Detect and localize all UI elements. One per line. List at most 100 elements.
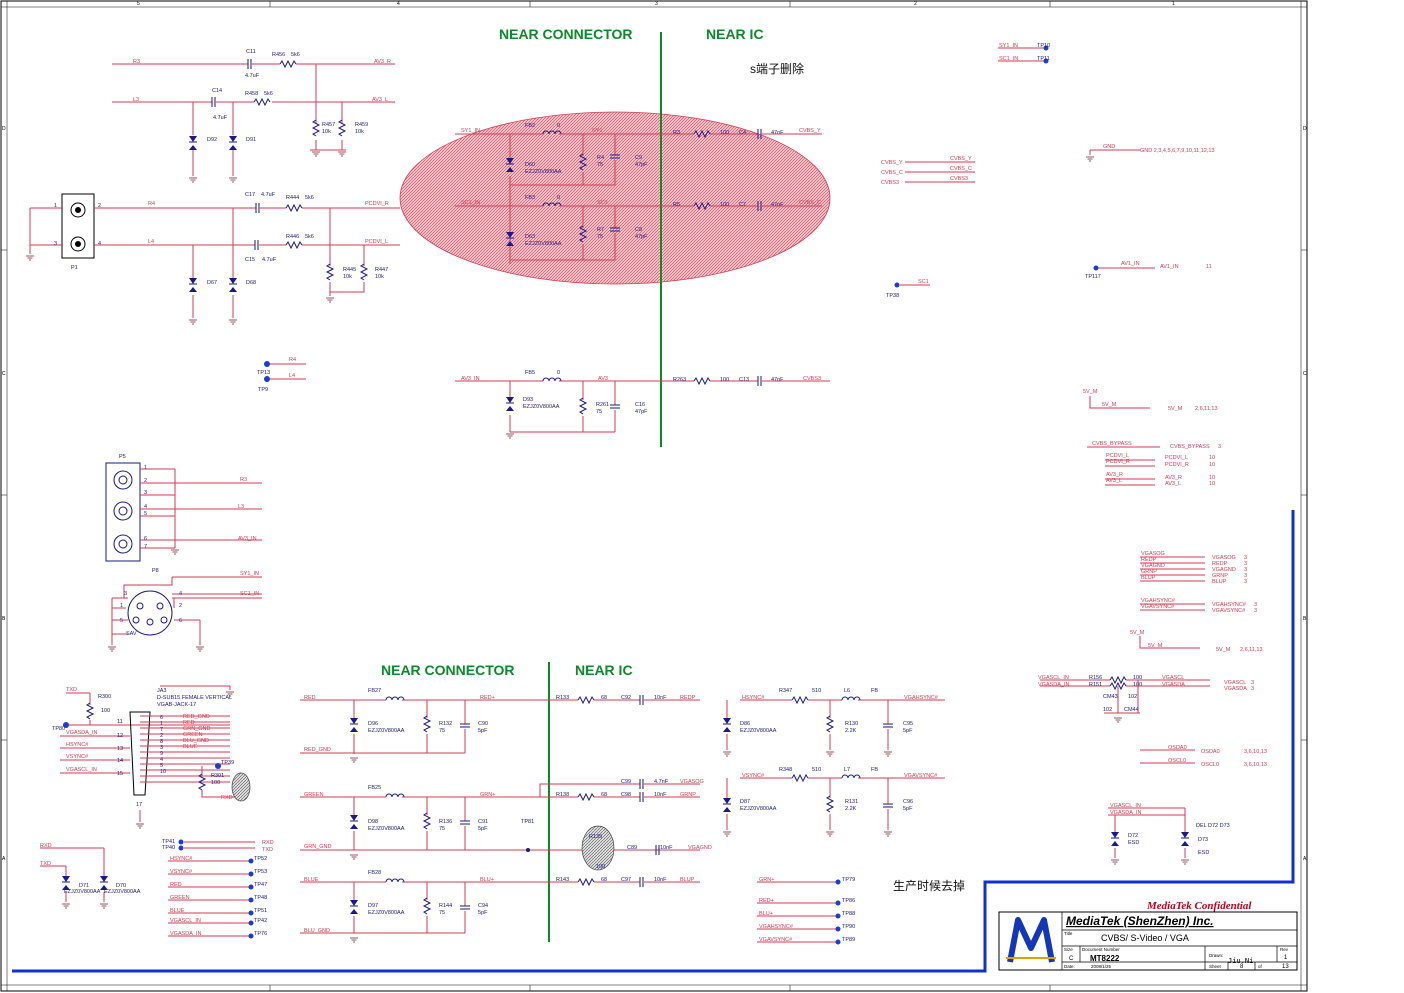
part-label: 2.2K xyxy=(845,806,857,812)
part-label: 47pF xyxy=(635,234,648,240)
net-label: 3 xyxy=(1244,579,1247,585)
part-label: R144 xyxy=(439,903,452,909)
part-label: 510 xyxy=(812,688,821,694)
drawn-by: Jiu.Ni xyxy=(1228,957,1253,965)
net-label: SY1_IN xyxy=(461,128,480,134)
row-label: C xyxy=(2,371,6,377)
part-label: D93 xyxy=(523,397,533,403)
part-label: L6 xyxy=(844,688,850,694)
part-ref: R457 xyxy=(322,122,335,128)
net-label: AV3_L xyxy=(1165,481,1181,487)
part-label: 10 xyxy=(160,769,166,775)
part-label: TP47 xyxy=(254,882,267,888)
part-label: C92 xyxy=(621,695,631,701)
net-label: GND xyxy=(1103,144,1115,150)
part-label: TP48 xyxy=(254,895,267,901)
net-label: 10 xyxy=(1209,462,1215,468)
part-label: 2 xyxy=(144,478,147,484)
col-label: 5 xyxy=(137,1,140,7)
removal-mark xyxy=(231,772,251,802)
part-label: 5 xyxy=(144,511,147,517)
net-label: 3 xyxy=(1244,561,1247,567)
part-value: 5k6 xyxy=(264,91,273,97)
net-label: GRN+ xyxy=(480,792,495,798)
part-label: 47nF xyxy=(771,130,784,136)
part-label: C95 xyxy=(903,721,913,727)
net-label: HSYNC# xyxy=(742,695,765,701)
row-label: D xyxy=(1303,126,1307,132)
part-label: 68 xyxy=(601,877,607,883)
net-label: BLUE xyxy=(170,908,185,914)
part-label: 68 xyxy=(601,695,607,701)
net-label: 5V_M xyxy=(1083,389,1098,395)
row-label: C xyxy=(1303,371,1307,377)
row-label: D xyxy=(2,126,6,132)
net-label: VGASDA_IN xyxy=(66,730,98,736)
net-label: PCDVI_R xyxy=(1165,462,1189,468)
part-label: 5k6 xyxy=(305,234,314,240)
part-label: D67 xyxy=(207,280,217,286)
part-label: R136 xyxy=(439,819,452,825)
sync-filter-circuit: HSYNC# VGAHSYNC# R347 510 L6 FB R130 2.2… xyxy=(722,688,945,945)
net-label: BLU_GND xyxy=(304,928,330,934)
net-label: AV3_IN xyxy=(238,536,257,542)
part-label: C8 xyxy=(635,227,642,233)
part-ref: C14 xyxy=(212,88,222,94)
net-label: 10 xyxy=(1209,475,1215,481)
part-label: Date: xyxy=(1064,964,1075,969)
part-label: 68 xyxy=(601,792,607,798)
net-label: CVBS_Y xyxy=(799,128,821,134)
part-label: 3 xyxy=(54,241,57,247)
part-label: 47nF xyxy=(771,377,784,383)
net-label: BLU+ xyxy=(759,911,773,917)
part-label: R300 xyxy=(98,694,111,700)
part-label: EZJZ0V800AA xyxy=(740,806,777,812)
part-label: 2 xyxy=(160,733,163,739)
part-label: TP9 xyxy=(258,387,268,393)
part-label: P5 xyxy=(119,454,126,460)
part-label: C89 xyxy=(627,845,637,851)
near-connector-label-bottom: NEAR CONNECTOR xyxy=(381,662,515,678)
net-label: GRN_GND xyxy=(183,726,211,732)
net-label: VSYNC# xyxy=(170,869,193,875)
part-label: 5pF xyxy=(903,728,913,734)
part-label: R135 xyxy=(589,834,602,840)
col-label: 2 xyxy=(914,1,917,7)
net-label: VGAVSYNC# xyxy=(904,773,938,779)
vga-dsub-connector: TXD R300 100 TP80 JA3 D-SUB15 FEMALE VER… xyxy=(40,685,274,909)
net-label: 5V_M xyxy=(1216,647,1231,653)
part-label: TP38 xyxy=(886,293,899,299)
part-label: 100 xyxy=(1133,682,1142,688)
net-label: 3 xyxy=(1251,686,1254,692)
row-label: B xyxy=(1303,616,1307,622)
net-label: RED xyxy=(304,695,316,701)
net-label: L4 xyxy=(289,373,295,379)
near-ic-label-top: NEAR IC xyxy=(706,26,764,42)
part-label: 47nF xyxy=(771,202,784,208)
part-label: 5k6 xyxy=(305,195,314,201)
net-label: SC1_IN xyxy=(999,56,1018,62)
net-label: 2,6,11,13 xyxy=(1195,406,1218,412)
blue-frame xyxy=(12,510,1295,973)
part-label: EZJZ0V800AA xyxy=(525,169,562,175)
net-label: VGASDA xyxy=(1162,682,1185,688)
part-label: FB2 xyxy=(525,123,535,129)
part-label: R156 xyxy=(1089,675,1102,681)
part-label: C97 xyxy=(621,877,631,883)
part-label: R447 xyxy=(375,267,388,273)
part-label: R138 xyxy=(556,792,569,798)
net-label: VGASCL_IN xyxy=(66,767,97,773)
part-label: C90 xyxy=(478,721,488,727)
part-label: D97 xyxy=(368,903,378,909)
part-label: C xyxy=(1069,956,1074,962)
part-label: EZJZ0V800AA xyxy=(523,404,560,410)
net-label: CVBS_C xyxy=(881,170,903,176)
offpage-connectors-top: SY1_IN SC1_IN TP10 TP11 GND GND 2,3,4,5,… xyxy=(881,43,1221,487)
part-label: C94 xyxy=(478,903,488,909)
net-label: 5V_M xyxy=(1102,402,1117,408)
net-label: VGAVSYNC# xyxy=(1141,604,1175,610)
part-label: ESD xyxy=(1198,850,1209,856)
net-label: SC1 xyxy=(597,200,608,206)
part-label: EZJZ0V800AA xyxy=(368,910,405,916)
